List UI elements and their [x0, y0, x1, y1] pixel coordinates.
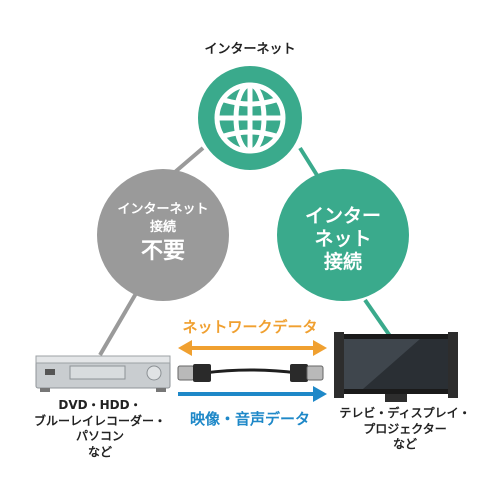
- green-circle-label: インター ネット 接続: [288, 205, 398, 273]
- right-device-label: テレビ・ディスプレイ・ プロジェクター など: [320, 406, 490, 453]
- hdmi-cable-icon: [177, 364, 324, 382]
- av-data-arrow: [178, 386, 327, 402]
- gray-circle-line1: インターネット: [117, 202, 209, 217]
- gray-circle: [97, 169, 229, 301]
- right-device-line3: など: [392, 437, 417, 452]
- green-circle-line2: ネット: [314, 227, 372, 250]
- tv-device-icon: [334, 332, 458, 402]
- gray-to-recorder-line: [98, 288, 140, 357]
- gray-circle-line2: 接続: [149, 219, 176, 235]
- right-device-line1: テレビ・ディスプレイ・: [339, 406, 471, 420]
- left-device-line1: DVD・HDD・: [58, 398, 142, 412]
- right-device-line2: プロジェクター: [363, 421, 447, 436]
- green-circle-line1: インター: [304, 205, 381, 227]
- gray-circle-line3: 不要: [140, 239, 185, 265]
- green-circle-line3: 接続: [323, 250, 362, 273]
- gray-circle-label: インターネット 接続 不要: [108, 202, 218, 266]
- av-data-label: 映像・音声データ: [189, 410, 310, 428]
- internet-title: インターネット: [204, 42, 296, 57]
- left-device-line4: など: [87, 444, 112, 459]
- recorder-device-icon: [35, 355, 171, 392]
- globe-to-gray-line: [173, 146, 205, 174]
- left-device-label: DVD・HDD・ ブルーレイレコーダー・ パソコン など: [20, 398, 180, 460]
- network-data-label: ネットワークデータ: [182, 318, 318, 336]
- left-device-line3: パソコン: [75, 429, 124, 444]
- left-device-line2: ブルーレイレコーダー・: [33, 413, 166, 428]
- globe-icon: [198, 66, 302, 170]
- green-to-tv-line: [363, 298, 392, 338]
- green-circle: [277, 169, 409, 301]
- network-data-arrow: [178, 340, 327, 356]
